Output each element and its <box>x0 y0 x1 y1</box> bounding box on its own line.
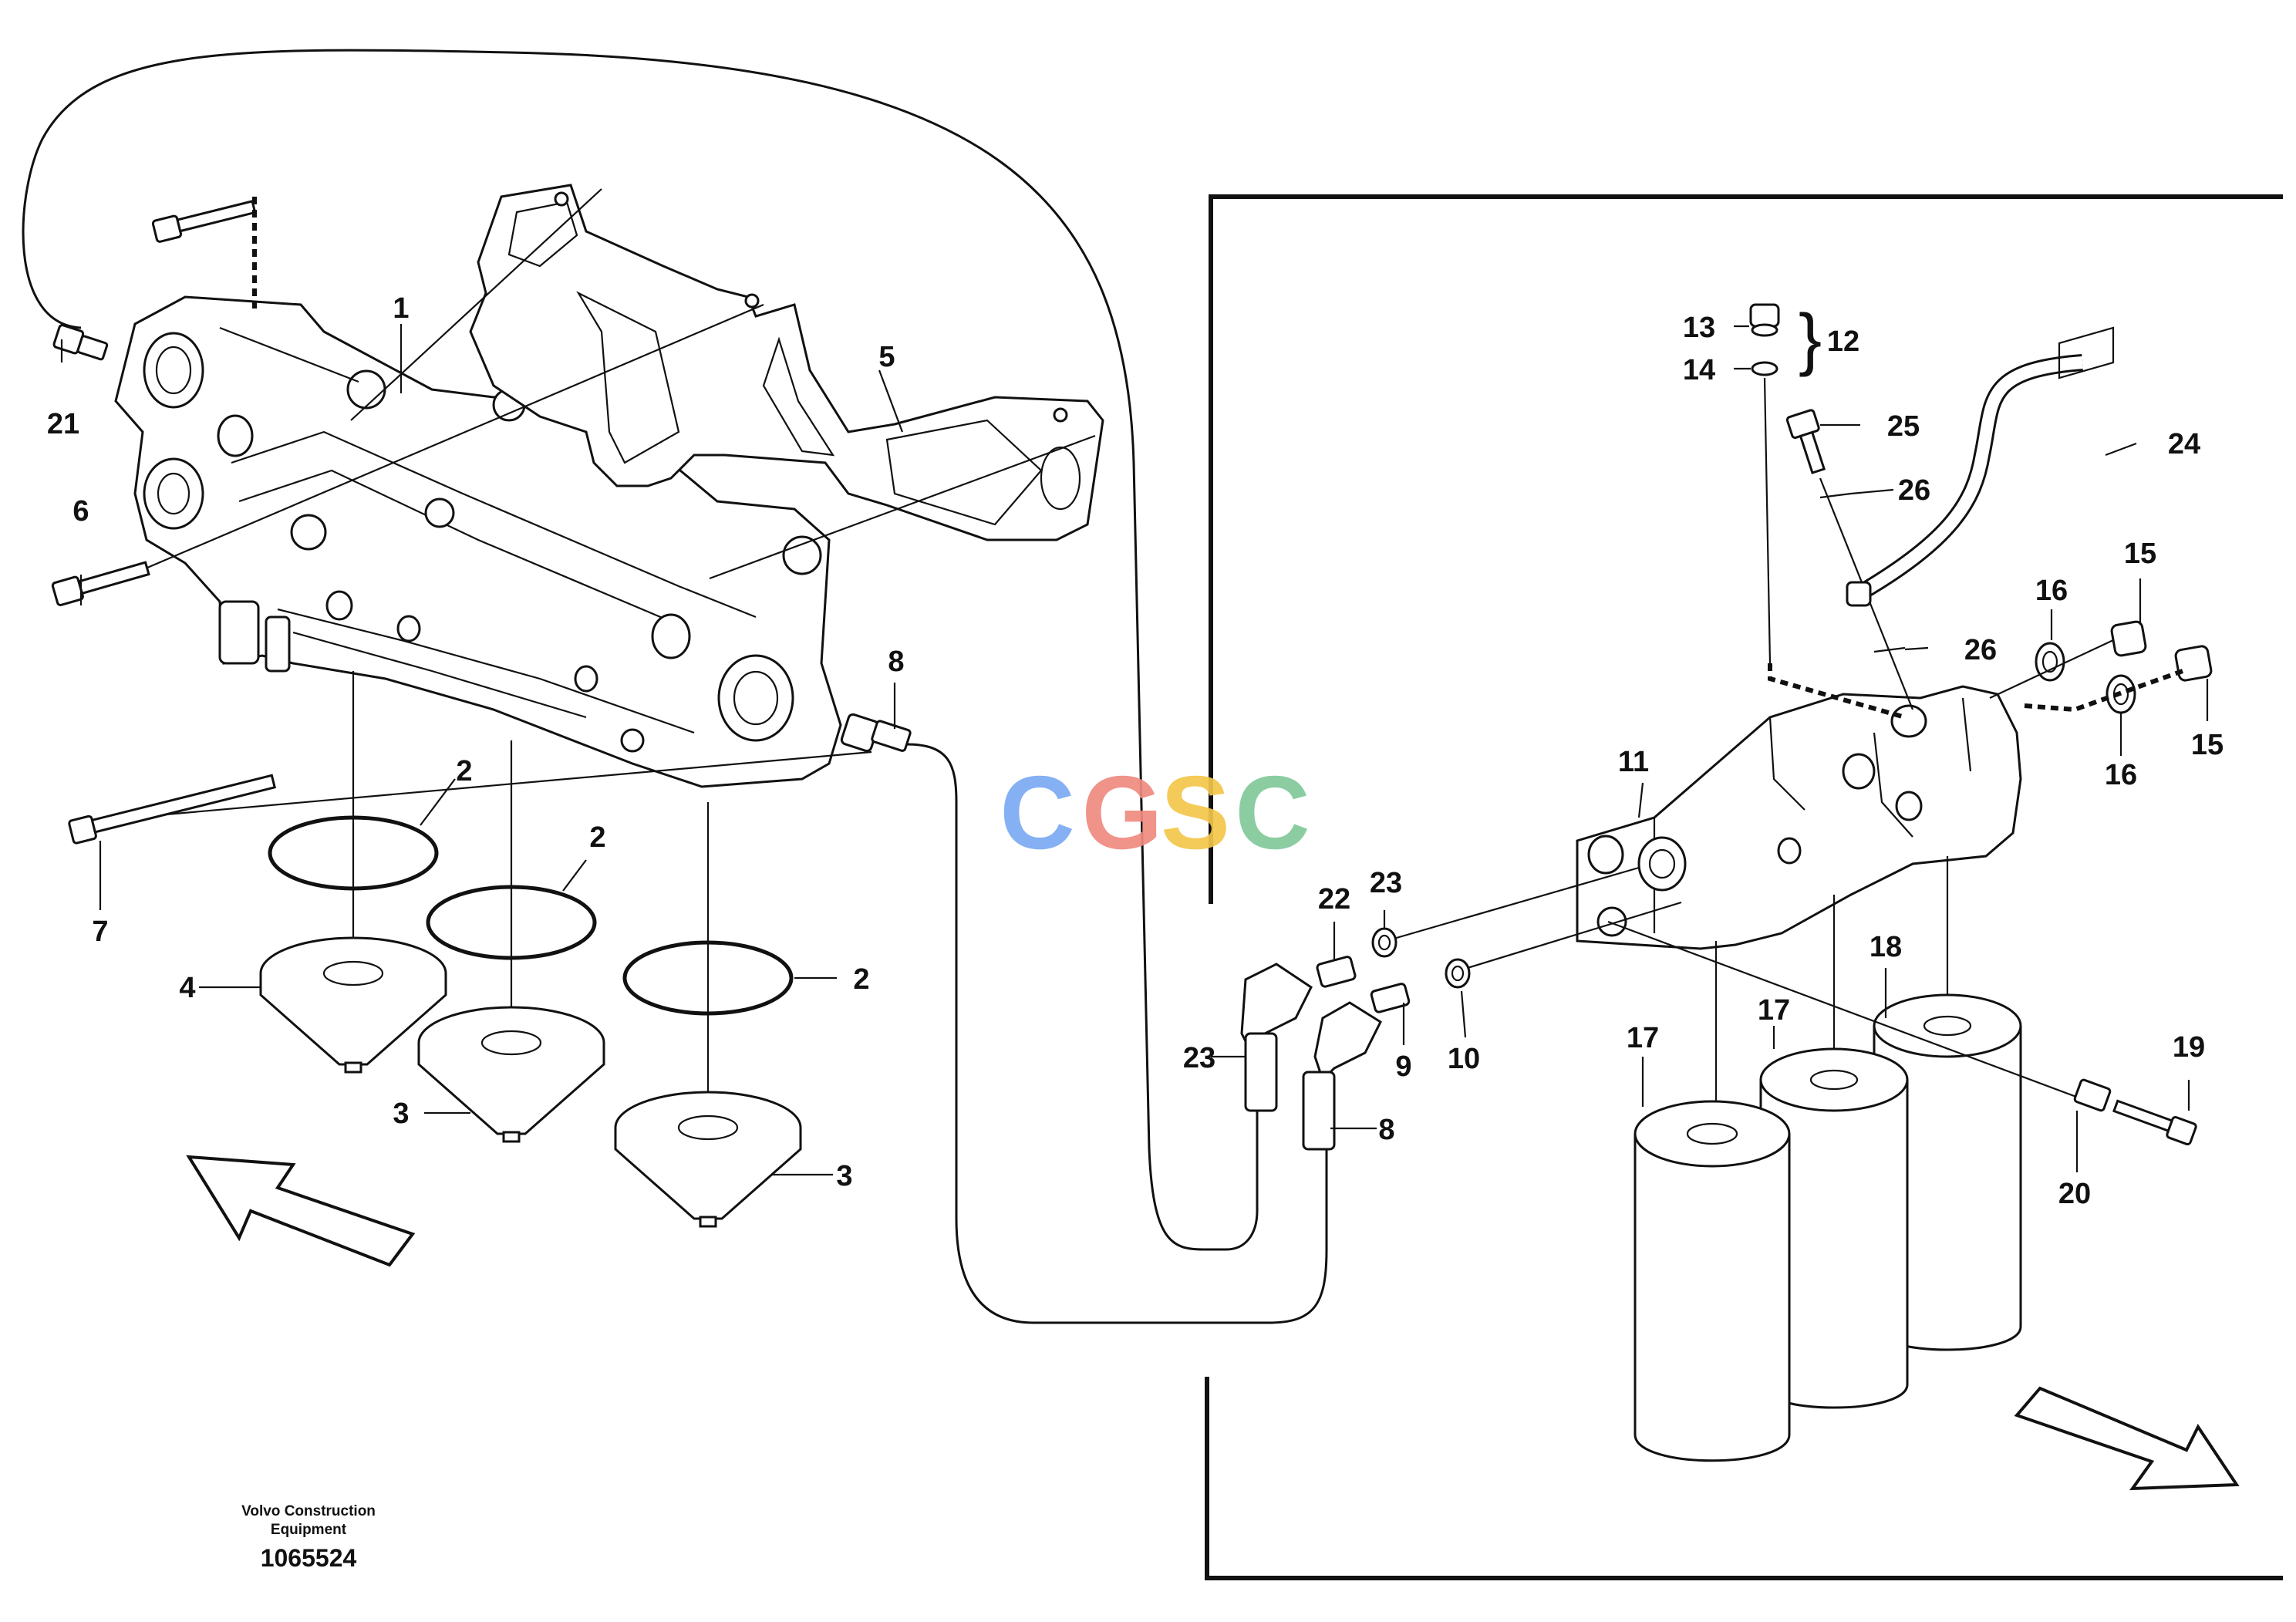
callout-3a: 3 <box>393 1098 409 1130</box>
hose-fittings <box>1240 866 2083 1151</box>
leader-lines <box>60 324 2209 1176</box>
callout-18: 18 <box>1870 931 1902 963</box>
callout-2a: 2 <box>456 755 472 787</box>
callout-23a: 23 <box>1183 1042 1215 1074</box>
watermark-letter-3: S <box>1161 754 1230 871</box>
callout-6: 6 <box>72 495 89 528</box>
callout-26a: 26 <box>1898 474 1930 507</box>
callout-3b: 3 <box>836 1160 852 1192</box>
filter-cartridges <box>1633 856 2022 1462</box>
filter-cones <box>259 671 802 1228</box>
maker-line-2: Equipment <box>270 1522 347 1538</box>
footer: Volvo Construction Equipment 1065524 <box>193 1502 424 1573</box>
callout-2b: 2 <box>589 821 605 854</box>
callout-7: 7 <box>92 916 108 948</box>
callout-15b: 15 <box>2191 729 2224 761</box>
callout-23b: 23 <box>1370 867 1402 899</box>
filter-housing <box>1576 685 2022 950</box>
callout-21: 21 <box>47 408 79 440</box>
watermark-letter-4: C <box>1235 754 1310 871</box>
callout-16b: 16 <box>2105 759 2137 791</box>
callout-26b: 26 <box>1964 634 1997 666</box>
direction-arrow-right <box>2014 1386 2240 1491</box>
callout-2c: 2 <box>853 963 869 996</box>
watermark-letter-1: C <box>1000 754 1075 871</box>
connection-loop-line <box>22 49 1259 1251</box>
direction-arrow-left <box>186 1155 416 1267</box>
callout-19: 19 <box>2173 1031 2205 1064</box>
oil-line <box>905 743 1328 1324</box>
fitting-upper <box>840 713 912 753</box>
callout-16a: 16 <box>2035 575 2068 607</box>
callout-5: 5 <box>878 341 895 373</box>
callout-labels: 1 5 21 6 7 2 2 2 4 3 3 8 8 23 22 23 9 10… <box>47 292 2224 1210</box>
callout-10: 10 <box>1448 1043 1480 1075</box>
callout-24: 24 <box>2168 428 2200 460</box>
callout-4: 4 <box>179 972 195 1004</box>
callout-17a: 17 <box>1627 1022 1659 1054</box>
small-parts-right <box>1749 303 2213 1146</box>
detail-frame <box>1205 194 2283 1580</box>
callout-17b: 17 <box>1758 994 1790 1027</box>
callout-12: 12 <box>1827 325 1859 358</box>
maker-line-1: Volvo Construction <box>241 1503 376 1519</box>
brace-12: } <box>1799 301 1822 378</box>
callout-8a: 8 <box>888 646 904 678</box>
cgsc-watermark: C G S C <box>1000 754 1310 871</box>
callout-22: 22 <box>1318 883 1350 916</box>
document-number: 1065524 <box>260 1544 357 1572</box>
callout-15a: 15 <box>2124 538 2156 570</box>
callout-8b: 8 <box>1378 1114 1394 1146</box>
callout-20: 20 <box>2058 1178 2091 1210</box>
bolts-left <box>51 188 1096 845</box>
callout-9: 9 <box>1395 1050 1411 1083</box>
watermark-letter-2: G <box>1081 754 1162 871</box>
callout-25: 25 <box>1887 410 1920 443</box>
callout-1: 1 <box>393 292 409 325</box>
callout-11: 11 <box>1618 746 1649 778</box>
callout-14: 14 <box>1683 354 1715 386</box>
gasket <box>469 184 1104 541</box>
valve-housing <box>114 295 842 788</box>
callout-13: 13 <box>1683 312 1715 344</box>
